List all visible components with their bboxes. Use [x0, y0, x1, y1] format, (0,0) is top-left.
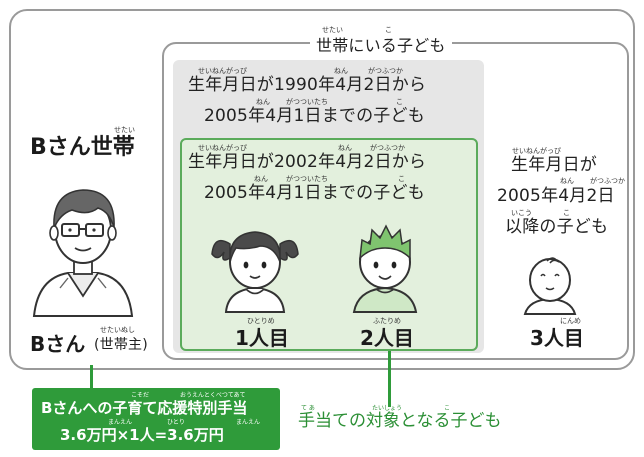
- third-ruby-1: せいねんがっぴ: [512, 147, 561, 155]
- children-group-title: 世帯にいる子ども: [316, 36, 446, 55]
- child-1-label: 1人目: [235, 326, 289, 350]
- benefit-ruby-kosodate: こそだ: [131, 392, 150, 399]
- grey-ruby-3: がつふつか: [368, 67, 403, 75]
- third-ruby-2: ねん: [560, 177, 574, 185]
- benefit-box: こそだ おうえんとくべつてあて Bさんへの子育て応援特別手当 まんえん ひとり …: [32, 388, 280, 450]
- grey-range-line-1: 生年月日が1990年4月2日から: [188, 75, 427, 95]
- third-child-illustration: [523, 257, 577, 315]
- grey-ruby-6: こ: [396, 98, 403, 106]
- green-range-line-1: 生年月日が2002年4月2日から: [188, 152, 427, 172]
- children-title-ruby-2: こ: [385, 26, 392, 34]
- grey-range-line-2: 2005年4月1日までの子ども: [204, 106, 425, 126]
- parent-suffix: (世帯主): [94, 337, 148, 353]
- eligible-ruby-taishou: たいしょう: [372, 405, 403, 412]
- grey-ruby-1: せいねんがっぴ: [198, 67, 247, 75]
- grey-ruby-5: がつついたち: [286, 98, 328, 106]
- green-ruby-2: ねん: [338, 144, 352, 152]
- household-title-ruby: せたい: [114, 126, 135, 134]
- children-group-title-wrap: せたい こ 世帯にいる子ども: [310, 26, 452, 55]
- benefit-ruby-ouen: おうえんとくべつてあて: [180, 392, 246, 399]
- third-range-line-3: 以降の子ども: [505, 217, 609, 237]
- children-title-ruby-1: せたい: [322, 26, 343, 34]
- benefit-connector: [90, 365, 93, 389]
- green-ruby-1: せいねんがっぴ: [198, 144, 247, 152]
- father-illustration: [32, 189, 134, 317]
- eligible-connector: [388, 351, 391, 407]
- green-ruby-6: こ: [398, 175, 405, 183]
- grey-ruby-2: ねん: [334, 67, 348, 75]
- benefit-ruby-man-1: まんえん: [108, 419, 133, 426]
- benefit-ruby-hitori: ひとり: [167, 419, 185, 426]
- eligible-ruby-te: て あ: [301, 405, 315, 412]
- benefit-ruby-man-2: まんえん: [236, 419, 261, 426]
- parent-name: Bさん: [30, 332, 86, 356]
- third-range-line-1: 生年月日が: [511, 155, 597, 175]
- child-2-ruby: ふたりめ: [373, 317, 401, 325]
- eligible-ruby-ko: こ: [444, 405, 451, 412]
- green-ruby-5: がつついたち: [286, 175, 328, 183]
- parent-ruby: せたいぬし: [100, 326, 135, 334]
- green-range-line-2: 2005年4月1日までの子ども: [204, 183, 425, 203]
- child-2-label: 2人目: [360, 326, 414, 350]
- eligible-note: 手当ての対象となる子ども: [298, 411, 502, 431]
- household-title: Bさん世帯: [30, 135, 135, 160]
- third-ruby-5: こ: [563, 209, 570, 217]
- child-3-ruby: にんめ: [560, 317, 581, 325]
- green-ruby-3: がつふつか: [370, 144, 405, 152]
- third-ruby-4: いこう: [511, 209, 532, 217]
- grey-ruby-4: ねん: [256, 98, 270, 106]
- third-ruby-3: がつふつか: [590, 177, 625, 185]
- second-child-illustration: [352, 224, 418, 313]
- benefit-amount: 3.6万円×1人=3.6万円: [60, 426, 224, 444]
- child-3-label: 3人目: [530, 326, 584, 350]
- benefit-title: Bさんへの子育て応援特別手当: [41, 399, 248, 417]
- third-range-line-2: 2005年4月2日: [497, 186, 615, 206]
- green-ruby-4: ねん: [254, 175, 268, 183]
- first-child-illustration: [211, 231, 299, 313]
- child-1-ruby: ひとりめ: [247, 317, 275, 325]
